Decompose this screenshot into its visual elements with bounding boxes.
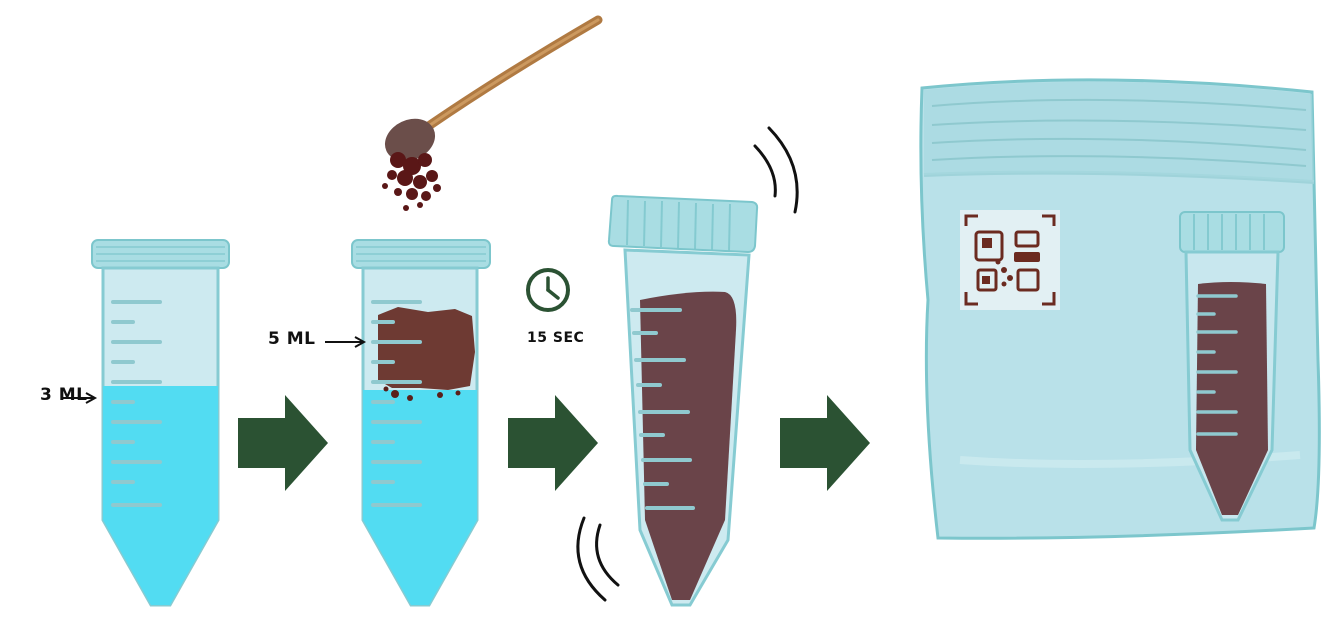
tube-1-liquid <box>100 386 222 611</box>
tube-2 <box>352 240 490 615</box>
tube-1 <box>92 240 229 611</box>
volume-label-5ml: 5 ML <box>268 329 316 349</box>
tube-3 <box>609 196 757 605</box>
pointer-5ml <box>325 337 364 347</box>
clock-icon <box>528 270 568 310</box>
arrow-right-icon <box>780 395 870 491</box>
volume-label-3ml: 3 ML <box>40 385 88 405</box>
qr-code-icon <box>960 210 1060 310</box>
spoon-icon <box>378 20 598 211</box>
tube-3-cap <box>609 196 757 252</box>
shake-duration-label: 15 SEC <box>527 330 584 346</box>
arrow-right-icon <box>238 395 328 491</box>
tube-4-cap <box>1180 212 1284 252</box>
arrow-right-icon <box>508 395 598 491</box>
tube-2-soil <box>378 307 475 390</box>
